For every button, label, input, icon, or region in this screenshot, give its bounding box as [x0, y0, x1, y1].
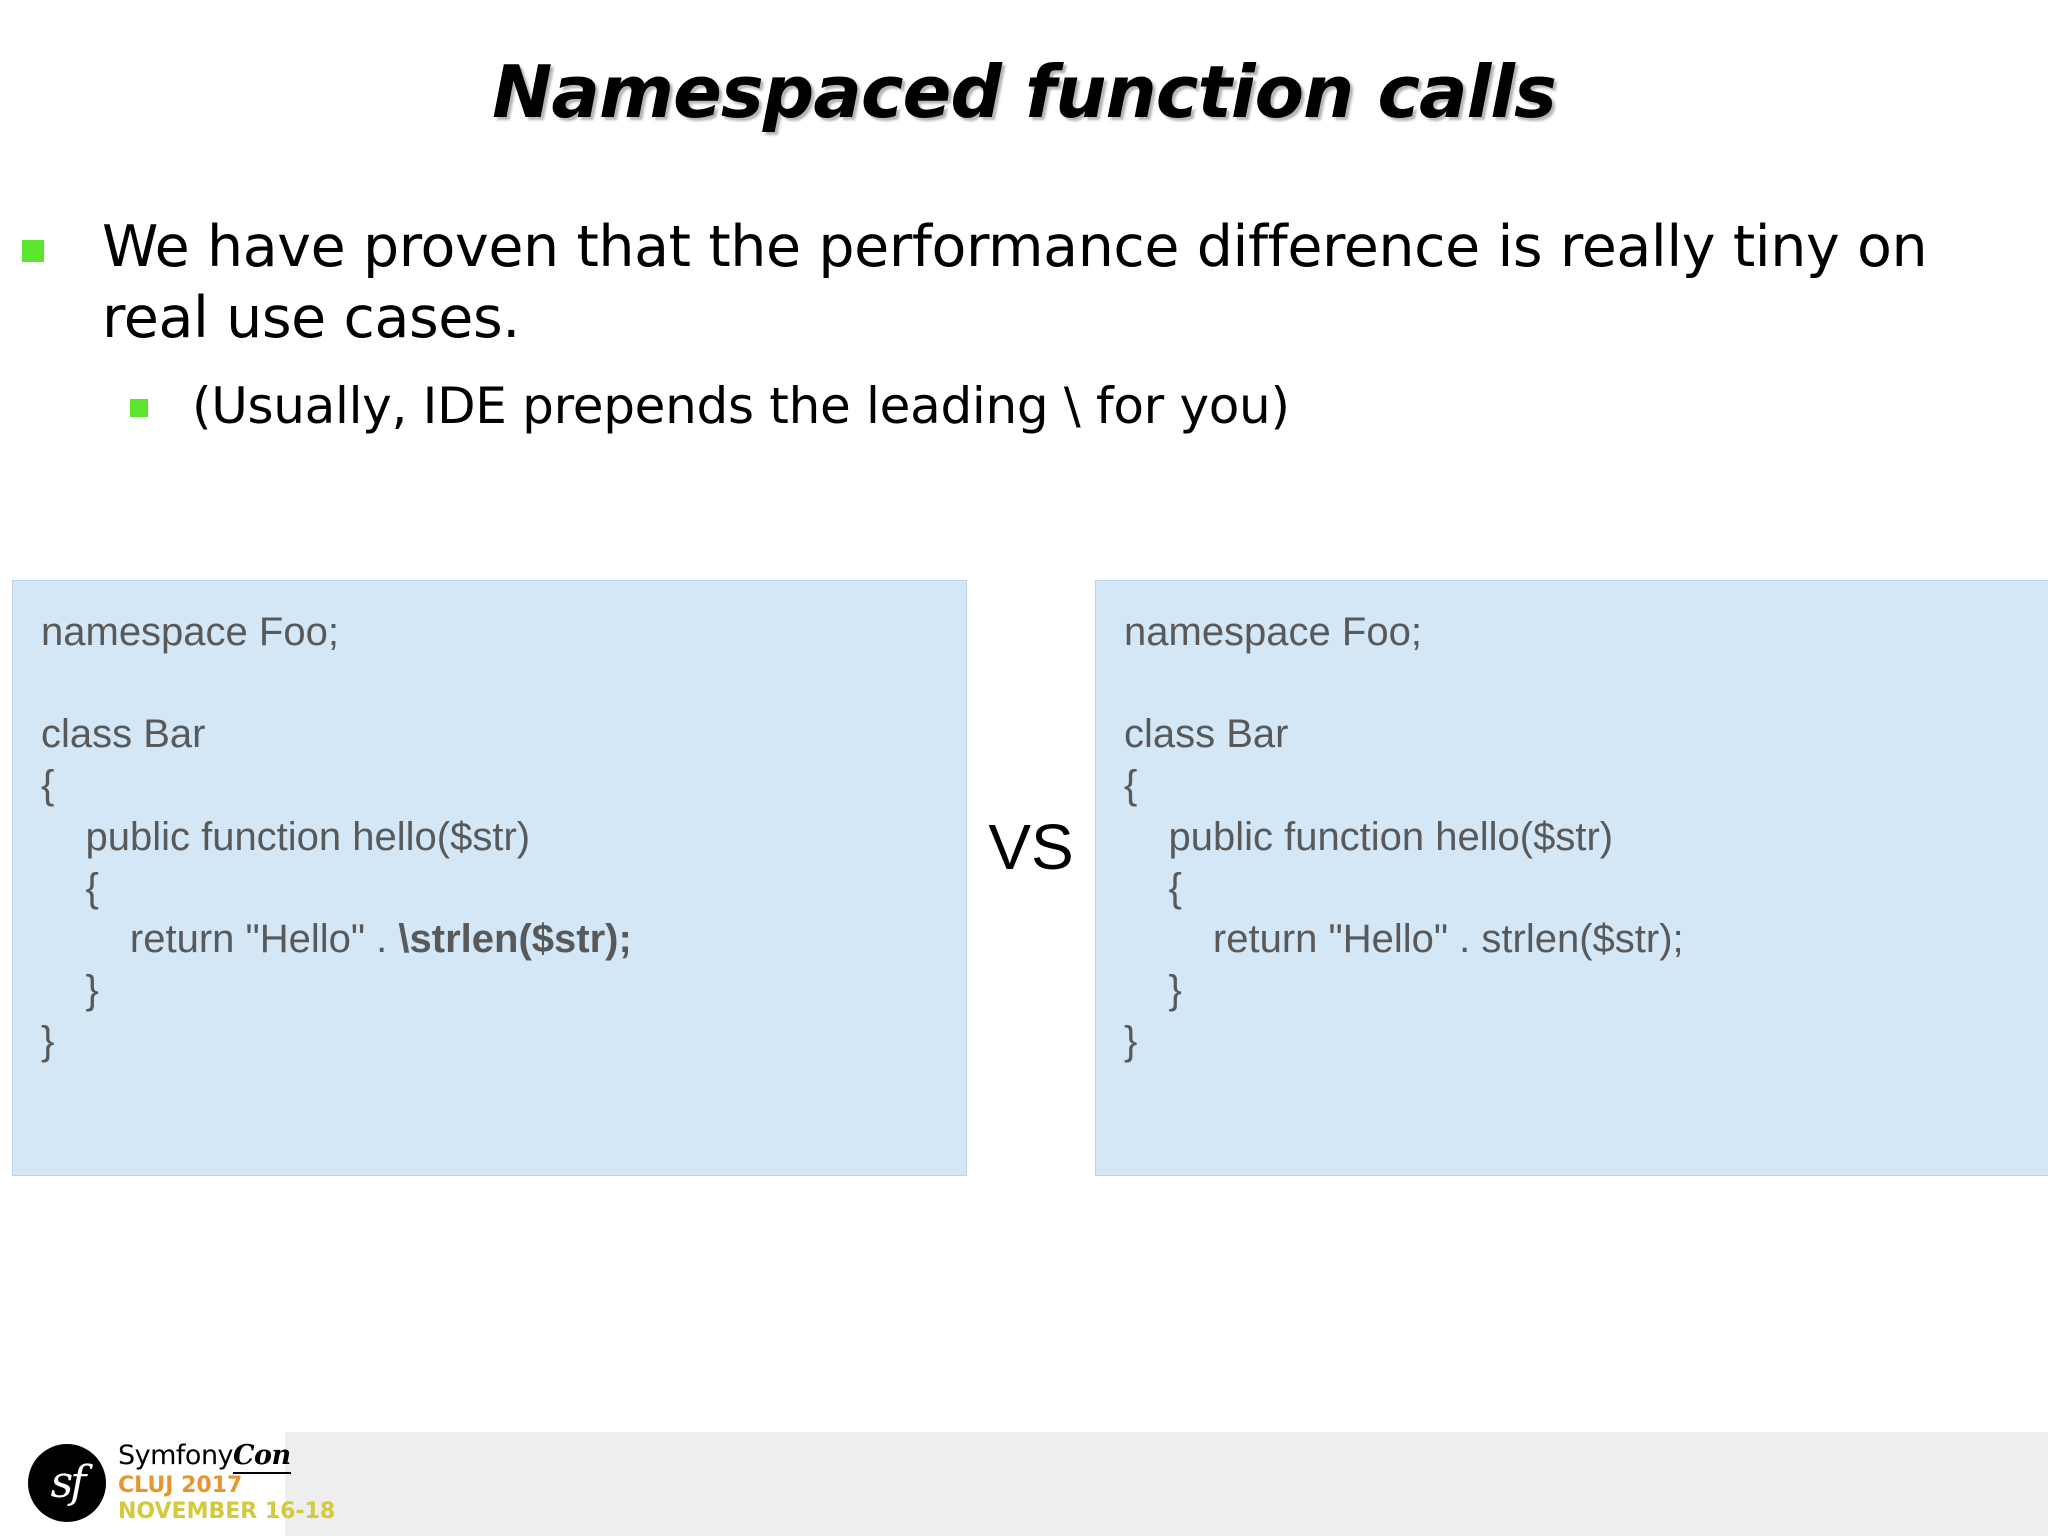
symfonycon-logo: sf SymfonyCon CLUJ 2017 NOVEMBER 16-18: [28, 1438, 335, 1530]
logo-dates: NOVEMBER 16-18: [118, 1498, 336, 1524]
code-line: return "Hello" . \strlen($str);: [41, 914, 956, 965]
code-line: return "Hello" . strlen($str);: [1124, 914, 2048, 965]
footer-bar: [285, 1432, 2048, 1536]
code-line: }: [41, 1016, 956, 1067]
code-line: namespace Foo;: [41, 607, 956, 658]
code-line: public function hello($str): [1124, 812, 2048, 863]
code-line-text: {: [1124, 763, 1138, 808]
page-title: Namespaced function calls: [492, 50, 1557, 134]
symfony-monogram-label: sf: [50, 1457, 87, 1508]
code-line-text: public function hello($str): [41, 814, 531, 859]
code-line-text: class Bar: [41, 712, 206, 757]
code-line: class Bar: [1124, 709, 2048, 760]
code-line-text: public function hello($str): [1124, 814, 1614, 859]
code-line: [1124, 658, 2048, 709]
code-block-namespaced: namespace Foo; class Bar { public function…: [12, 580, 967, 1176]
code-comparison: namespace Foo; class Bar { public function…: [0, 580, 2048, 1180]
logo-city-year: CLUJ 2017: [118, 1473, 243, 1499]
code-line: }: [1124, 1016, 2048, 1067]
list-item: We have proven that the performance diff…: [0, 212, 2010, 353]
list-item: (Usually, IDE prepends the leading \ for…: [0, 375, 2010, 437]
code-line: }: [41, 965, 956, 1016]
code-line-text: {: [41, 865, 99, 910]
code-line: namespace Foo;: [1124, 607, 2048, 658]
code-line-text: return "Hello" . strlen($str);: [1124, 916, 1684, 961]
code-line: class Bar: [41, 709, 956, 760]
code-line-text: }: [41, 968, 99, 1013]
green-square-bullet-icon: [22, 240, 44, 262]
code-line: {: [1124, 760, 2048, 811]
code-line-text: namespace Foo;: [41, 610, 339, 654]
code-line-text: }: [1124, 1019, 1138, 1064]
code-line-text: {: [41, 763, 55, 808]
logo-brand: SymfonyCon: [118, 1440, 291, 1474]
code-line-text: namespace Foo;: [1124, 610, 1422, 654]
bullet-text-primary: We have proven that the performance diff…: [102, 214, 1928, 351]
code-line: {: [41, 760, 956, 811]
code-line: public function hello($str): [41, 812, 956, 863]
logo-text-group: SymfonyCon CLUJ 2017 NOVEMBER 16-18: [118, 1440, 336, 1524]
code-line-text: }: [41, 1019, 55, 1064]
vs-separator-label: VS: [988, 811, 1074, 883]
code-line-emphasis: \strlen($str);: [398, 916, 632, 961]
code-line: [41, 658, 956, 709]
green-square-bullet-icon: [130, 399, 148, 418]
code-line: {: [1124, 863, 2048, 914]
logo-brand-suffix: Con: [233, 1440, 291, 1474]
bullet-text-secondary: (Usually, IDE prepends the leading \ for…: [192, 377, 1290, 436]
symfony-sf-icon: sf: [28, 1444, 106, 1522]
code-block-unqualified: namespace Foo; class Bar { public function…: [1095, 580, 2048, 1176]
code-line-text: {: [1124, 865, 1182, 910]
logo-brand-main: Symfony: [118, 1440, 234, 1471]
code-line: }: [1124, 965, 2048, 1016]
bullet-list: We have proven that the performance diff…: [0, 212, 2010, 437]
code-line-text: return "Hello" .: [41, 916, 399, 961]
code-line-text: class Bar: [1124, 712, 1289, 757]
code-line: {: [41, 863, 956, 914]
code-line-text: }: [1124, 968, 1182, 1013]
